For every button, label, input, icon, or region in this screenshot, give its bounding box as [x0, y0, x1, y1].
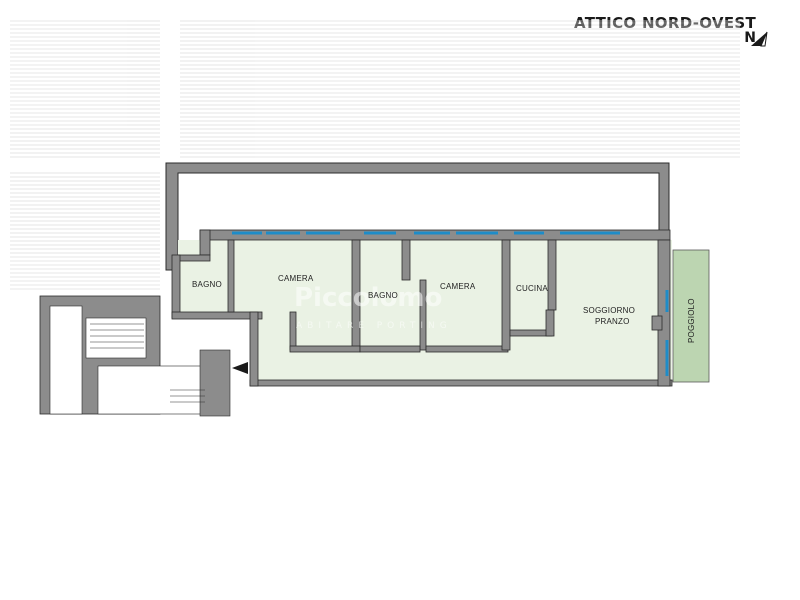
outer-wall	[165, 162, 670, 271]
room-label-bagno-1: BAGNO	[192, 280, 222, 289]
room-label-camera-1: CAMERA	[278, 274, 314, 283]
apartment-walls	[171, 229, 673, 387]
background-hatch	[10, 20, 740, 290]
apartment-floor	[178, 240, 672, 380]
north-arrow-icon	[751, 31, 768, 47]
balcony	[672, 249, 710, 383]
entrance-arrow-icon	[232, 362, 248, 374]
room-label-pranzo: PRANZO	[595, 317, 630, 326]
watermark-tagline: ABITARE PORTING	[296, 321, 452, 331]
windows	[232, 231, 669, 376]
stairwell	[39, 295, 248, 417]
watermark-logo: Piccolomo	[294, 283, 442, 313]
room-label-camera-2: CAMERA	[440, 282, 476, 291]
room-label-bagno-2: BAGNO	[368, 291, 398, 300]
room-label-poggiolo: POGGIOLO	[687, 298, 696, 343]
room-label-soggiorno: SOGGIORNO	[583, 306, 635, 315]
north-letter: N	[744, 30, 756, 46]
room-label-cucina: CUCINA	[516, 284, 548, 293]
